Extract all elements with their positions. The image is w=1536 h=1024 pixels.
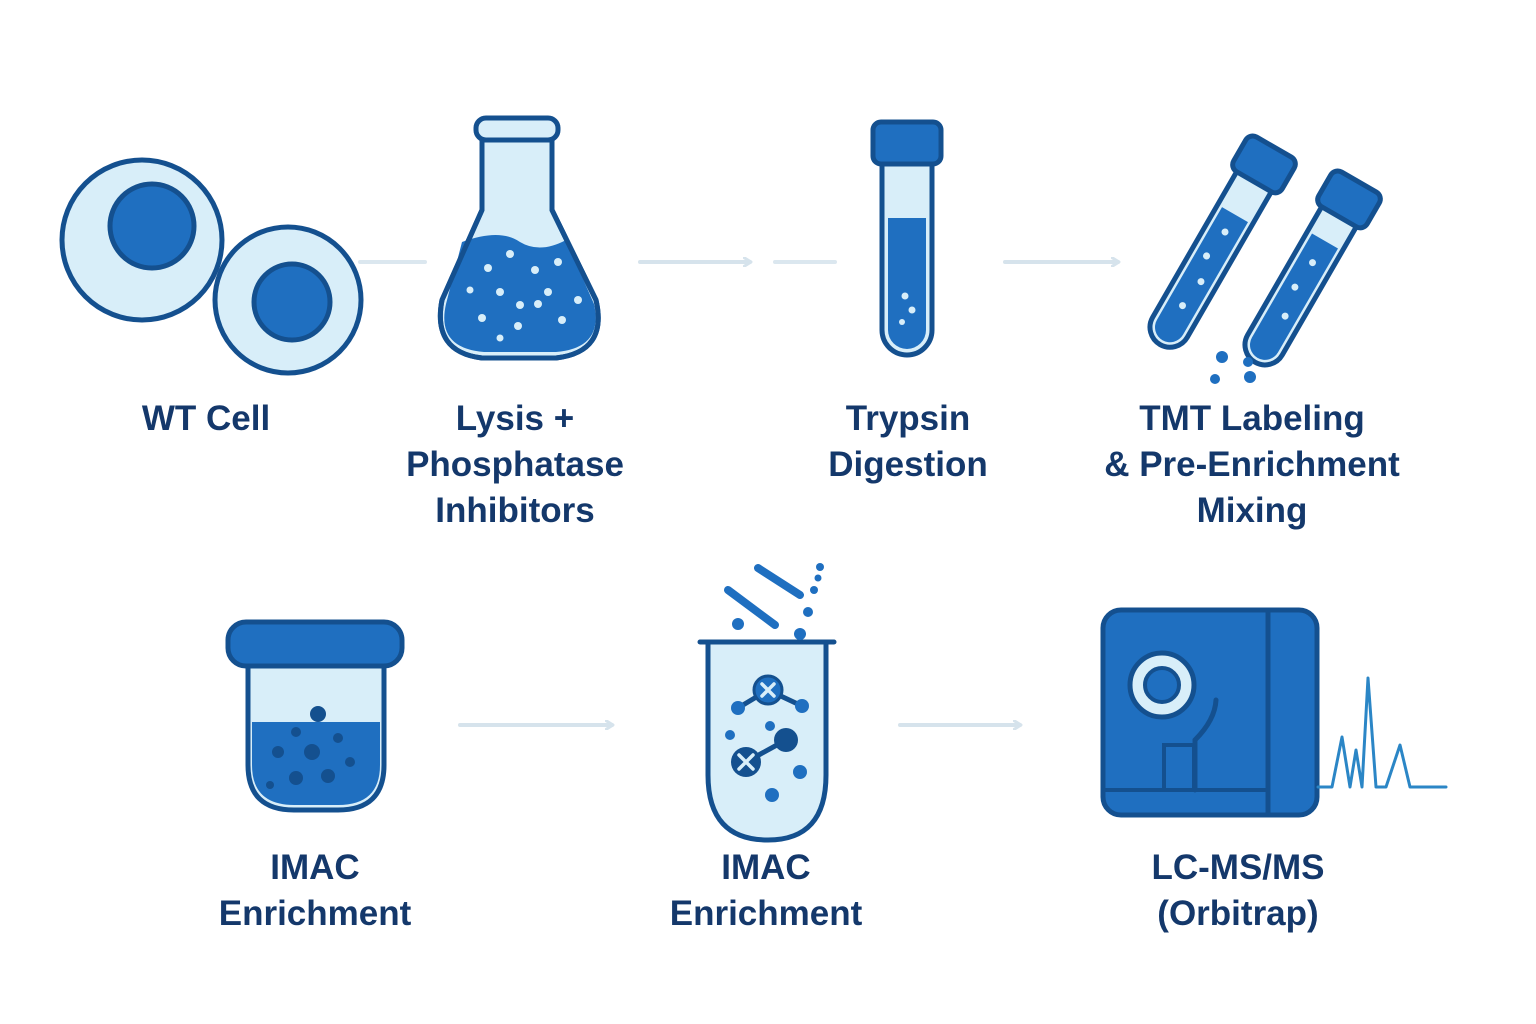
step-label-wt-cell: WT Cell [141,399,271,438]
two-tubes-icon [1147,133,1383,384]
step-label-trypsin: Trypsin Digestion [828,399,988,484]
step-label-lcms: LC-MS/MS (Orbitrap) [1151,848,1325,933]
beaker-icon [225,619,405,813]
test-tube-icon [870,119,944,358]
spectrum-trace-icon [1316,676,1448,789]
connector-arrows [358,262,1118,725]
flask-icon [437,115,601,361]
step-label-lysis: Lysis + Phosphatase Inhibitors [406,399,624,530]
enrichment-tube-icon [697,563,837,843]
cells-icon [59,157,364,376]
step-label-imac-1: IMAC Enrichment [218,848,412,933]
mass-spectrometer-icon [1100,607,1448,818]
step-label-tmt: TMT Labeling & Pre-Enrichment Mixing [1104,399,1400,530]
step-label-imac-2: IMAC Enrichment [669,848,863,933]
